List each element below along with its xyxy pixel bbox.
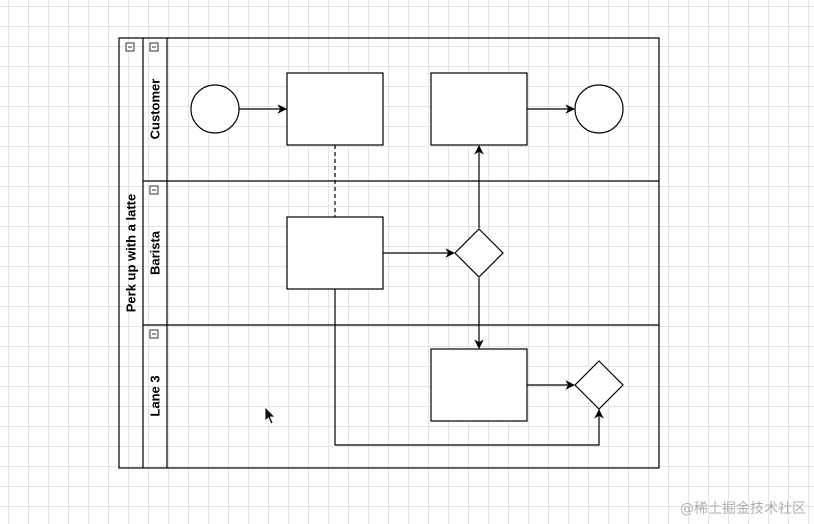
lane-collapse-icon[interactable] [149,42,159,52]
gateway-lane3[interactable] [574,360,624,410]
end-event[interactable] [574,84,624,134]
lane-collapse-icon[interactable] [149,185,159,195]
start-event[interactable] [190,84,240,134]
gateway-barista[interactable] [454,228,504,278]
pool-title: Perk up with a latte [124,194,139,312]
task-customer-1[interactable] [286,72,384,146]
pool-collapse-icon[interactable] [125,42,135,52]
lane-label-customer: Customer [148,79,163,140]
pool-frame[interactable] [118,37,660,469]
edge-task3-to-gateway2[interactable] [334,289,604,446]
task-lane3[interactable] [430,348,528,422]
task-barista[interactable] [286,216,384,290]
lane-label-barista: Barista [148,230,163,275]
lane-collapse-icon[interactable] [149,329,159,339]
lane-label-lane-3: Lane 3 [148,375,163,416]
watermark: @稀土掘金技术社区 [680,501,806,517]
task-customer-2[interactable] [430,72,528,146]
mouse-cursor-icon [264,406,276,425]
